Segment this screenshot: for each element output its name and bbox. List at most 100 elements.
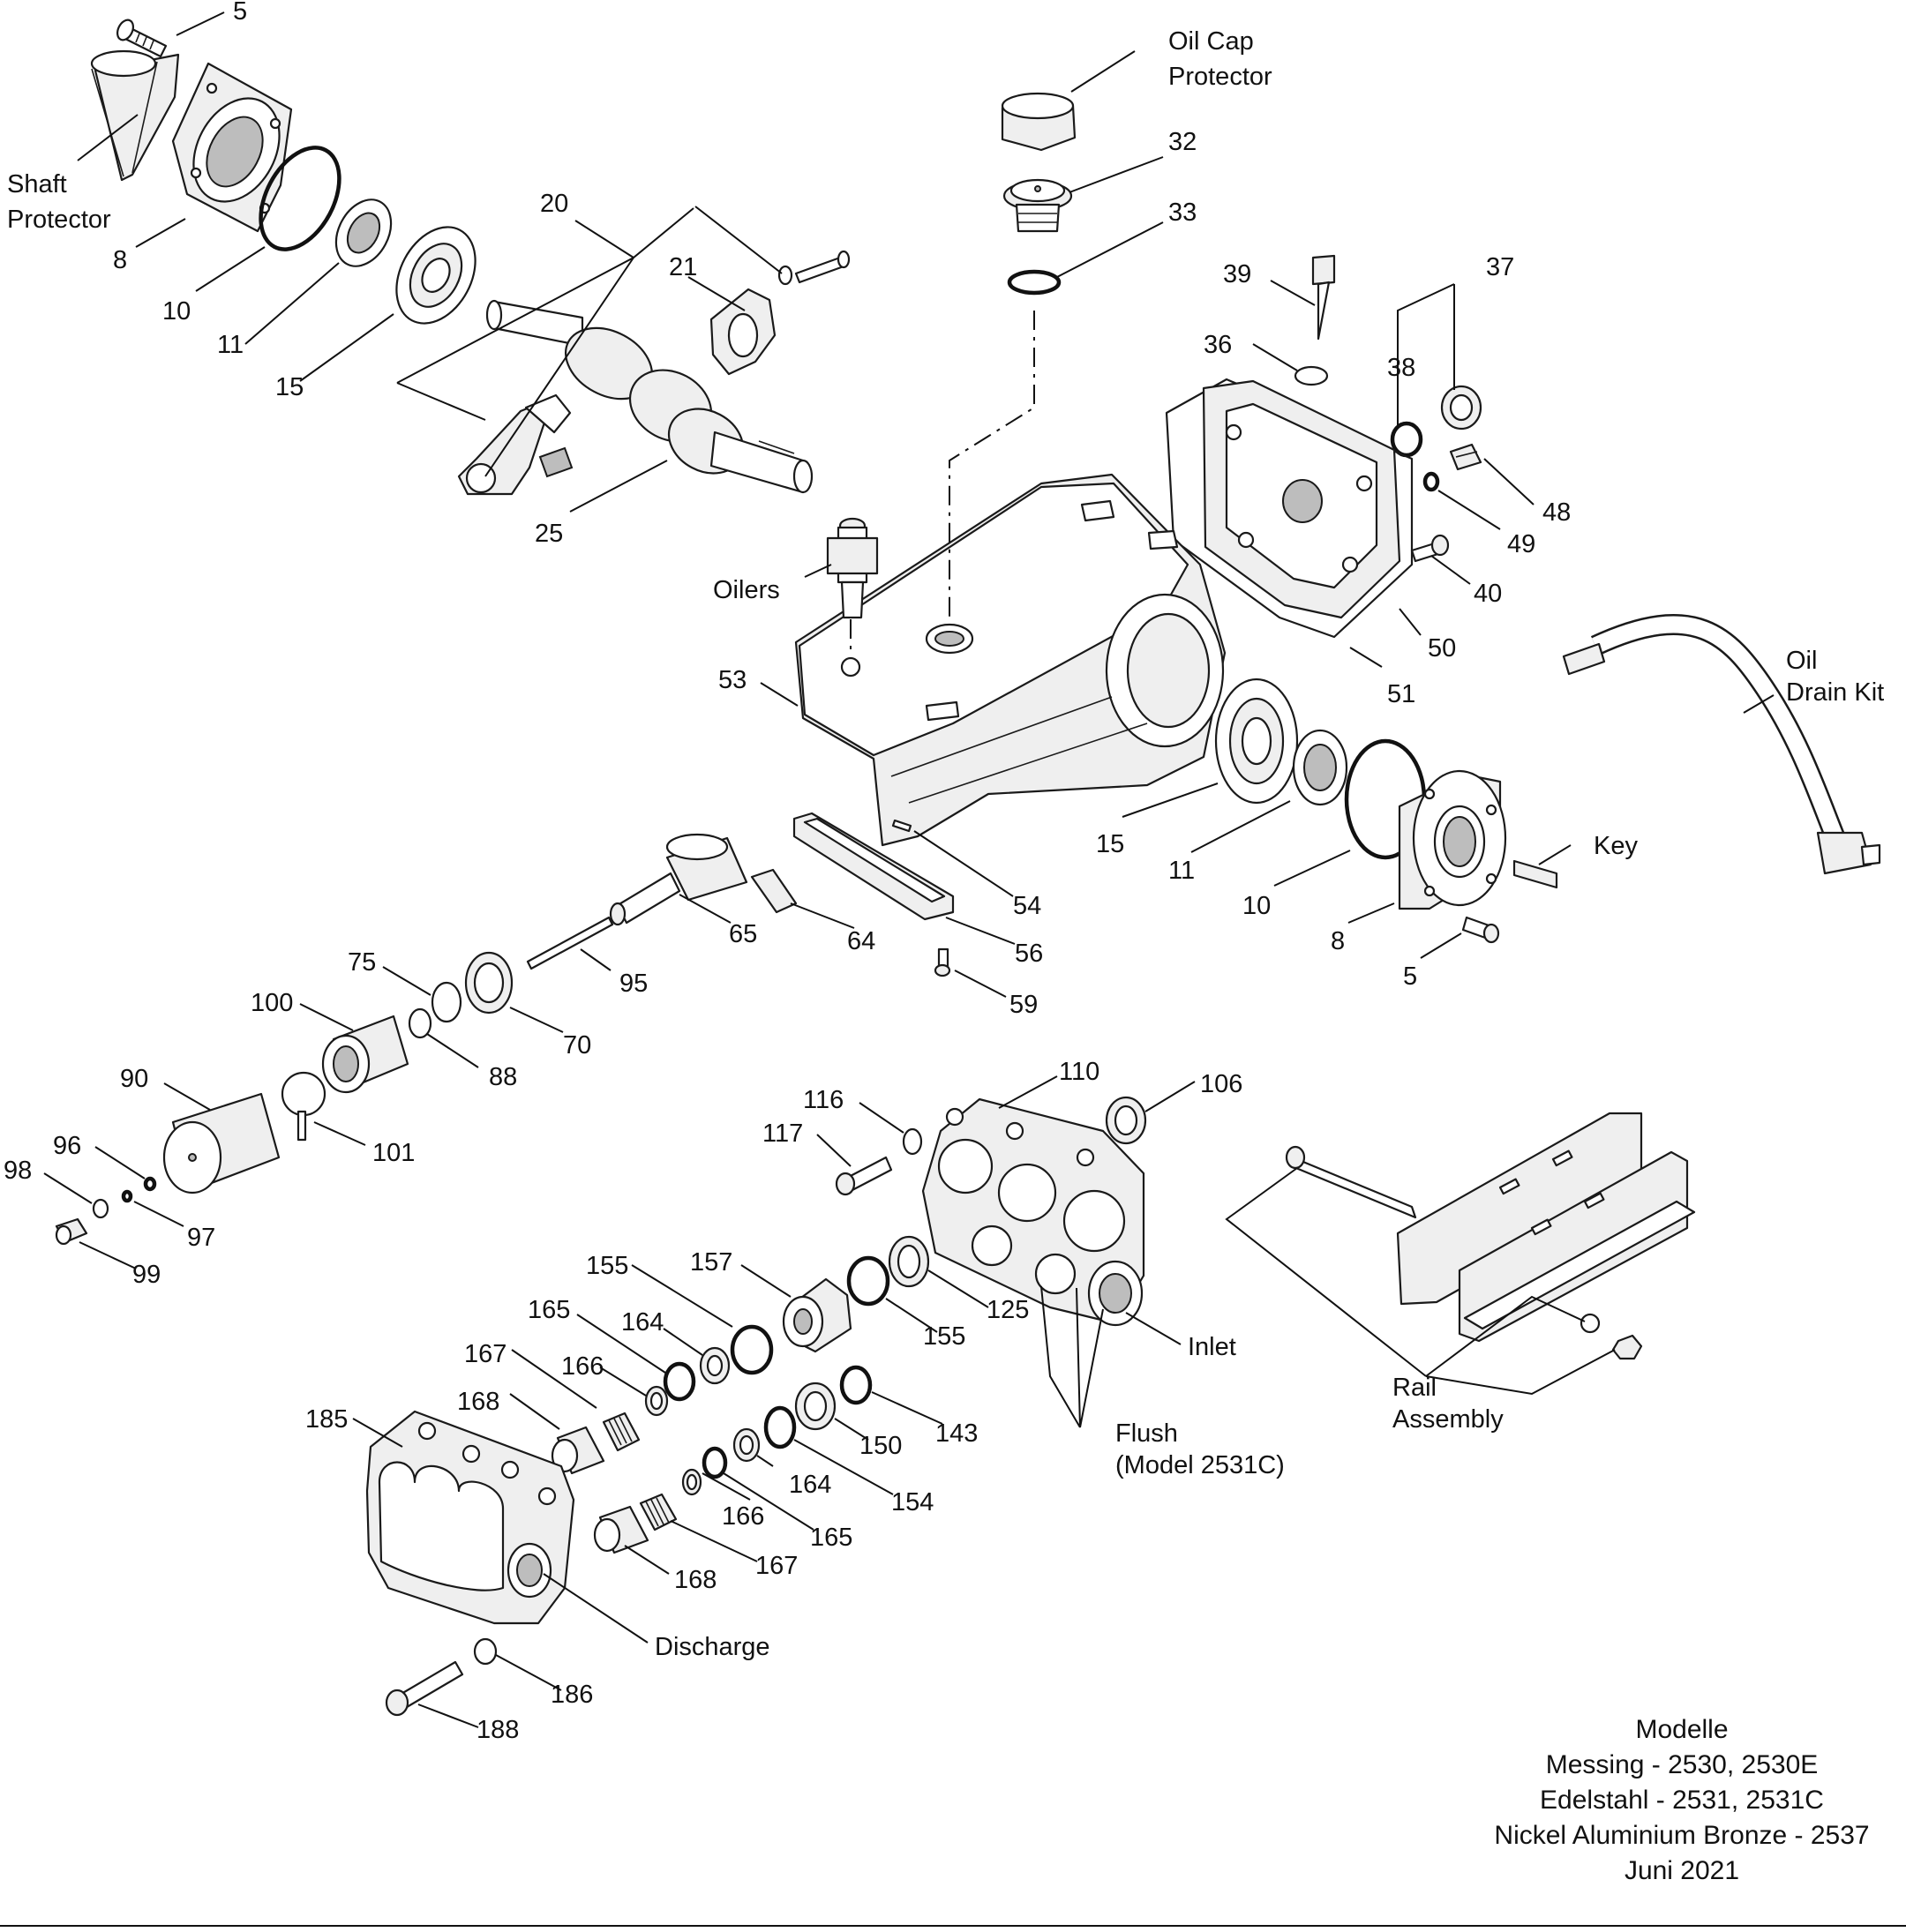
- part-99-plug: [55, 1217, 88, 1246]
- part-15-bearing-right: [1214, 678, 1299, 805]
- model-info-block: Modelle Messing - 2530, 2530E Edelstahl …: [1494, 1715, 1869, 1885]
- label-90: 90: [120, 1065, 148, 1093]
- part-165-o-ring-b: [702, 1446, 728, 1479]
- oil-path-dashed: [949, 311, 1035, 621]
- label-21: 21: [669, 253, 697, 281]
- part-25-crankshaft: [485, 299, 814, 494]
- label-oil-cap-line2: Protector: [1168, 63, 1272, 91]
- part-185-discharge-manifold: [365, 1410, 575, 1625]
- label-75: 75: [348, 948, 376, 977]
- label-5-top: 5: [233, 0, 247, 26]
- leader-lines: [43, 11, 1775, 1728]
- label-168-top: 168: [457, 1388, 499, 1416]
- label-8-top: 8: [113, 246, 127, 274]
- label-98: 98: [4, 1157, 32, 1185]
- label-38: 38: [1387, 354, 1415, 382]
- label-oil-drain-line2: Drain Kit: [1786, 678, 1884, 707]
- footer-line-brass: Messing - 2530, 2530E: [1546, 1750, 1819, 1779]
- part-168-retainer-a: [551, 1426, 605, 1475]
- part-167-spring-b: [639, 1493, 678, 1531]
- label-59: 59: [1009, 991, 1038, 1019]
- label-oilers: Oilers: [713, 576, 780, 604]
- part-96-o-ring: [143, 1176, 157, 1192]
- label-32: 32: [1168, 128, 1197, 156]
- label-88: 88: [489, 1063, 517, 1091]
- footer-date: Juni 2021: [1625, 1856, 1739, 1885]
- part-11-oil-seal-top: [334, 198, 393, 267]
- part-64-sleeve: [750, 868, 798, 914]
- label-64: 64: [847, 927, 875, 955]
- label-155-right: 155: [923, 1322, 965, 1351]
- part-164-seat-b: [732, 1427, 761, 1463]
- label-166-top: 166: [561, 1352, 604, 1381]
- footer-line-stainless: Edelstahl - 2531, 2531C: [1540, 1786, 1824, 1815]
- label-99: 99: [132, 1261, 161, 1289]
- part-65-plunger-rod: [609, 833, 748, 926]
- label-37: 37: [1486, 253, 1514, 281]
- label-65: 65: [729, 920, 757, 948]
- label-154: 154: [891, 1488, 934, 1516]
- part-166-valve-a: [644, 1385, 669, 1417]
- part-90-cylinder: [162, 1092, 281, 1194]
- part-186-washer: [473, 1637, 498, 1666]
- part-5-screw-right: [1461, 916, 1500, 944]
- label-oil-cap-line1: Oil Cap: [1168, 27, 1254, 56]
- label-inlet: Inlet: [1188, 1333, 1236, 1361]
- part-connecting-rod: [457, 393, 574, 496]
- label-51: 51: [1387, 680, 1415, 708]
- label-flush-line1: Flush: [1115, 1419, 1178, 1448]
- label-48: 48: [1542, 498, 1571, 527]
- part-155-o-ring-b: [846, 1255, 890, 1307]
- part-crankcase: [794, 473, 1227, 847]
- label-11-right: 11: [1168, 857, 1195, 885]
- part-37-plug: [1440, 385, 1482, 431]
- part-70-seal: [464, 951, 514, 1015]
- label-95: 95: [619, 970, 648, 998]
- part-95-stud: [526, 916, 614, 970]
- part-75-washer: [431, 981, 462, 1023]
- part-100-seal-case: [321, 1015, 409, 1094]
- label-8-right: 8: [1331, 927, 1345, 955]
- footer-title: Modelle: [1635, 1715, 1728, 1744]
- part-88-washer: [408, 1007, 432, 1039]
- label-150: 150: [859, 1432, 902, 1460]
- label-70: 70: [563, 1031, 591, 1060]
- part-oil-drain-kit: [1562, 614, 1881, 875]
- part-36-washer: [1294, 365, 1329, 386]
- part-5-screw-top: [116, 19, 168, 58]
- part-56-oil-pan: [792, 812, 955, 921]
- part-164-seat-a: [699, 1346, 731, 1385]
- part-40-bolt: [1410, 534, 1450, 563]
- label-15-top: 15: [275, 373, 304, 401]
- footer-line-nab: Nickel Aluminium Bronze - 2537: [1494, 1821, 1869, 1850]
- label-54: 54: [1013, 892, 1041, 920]
- part-106-seal: [1105, 1096, 1147, 1145]
- label-166-bottom: 166: [722, 1502, 764, 1531]
- label-185: 185: [305, 1405, 348, 1434]
- part-116-washer: [902, 1127, 923, 1156]
- label-flush-line2: (Model 2531C): [1115, 1451, 1285, 1479]
- part-167-spring-a: [602, 1412, 641, 1452]
- label-oil-drain-line1: Oil: [1786, 647, 1817, 675]
- part-165-o-ring-a: [663, 1361, 696, 1402]
- label-25: 25: [535, 520, 563, 548]
- part-157-valve-housing: [782, 1277, 852, 1353]
- label-143: 143: [935, 1419, 978, 1448]
- part-155-o-ring-a: [730, 1324, 774, 1375]
- part-117-bolt: [835, 1156, 893, 1196]
- part-10-o-ring-top: [259, 146, 341, 251]
- part-38-gasket: [1390, 421, 1423, 458]
- part-33-o-ring: [1007, 269, 1062, 296]
- label-186: 186: [551, 1681, 593, 1709]
- label-157: 157: [690, 1248, 732, 1277]
- label-53: 53: [718, 666, 747, 694]
- label-117: 117: [762, 1120, 803, 1148]
- label-15-right: 15: [1096, 830, 1124, 858]
- label-100: 100: [251, 989, 293, 1017]
- label-106: 106: [1200, 1070, 1242, 1098]
- part-98-washer: [92, 1198, 109, 1219]
- label-10-top: 10: [162, 297, 191, 326]
- part-shaft-protector: [90, 49, 180, 182]
- part-20-bolt: [777, 250, 851, 286]
